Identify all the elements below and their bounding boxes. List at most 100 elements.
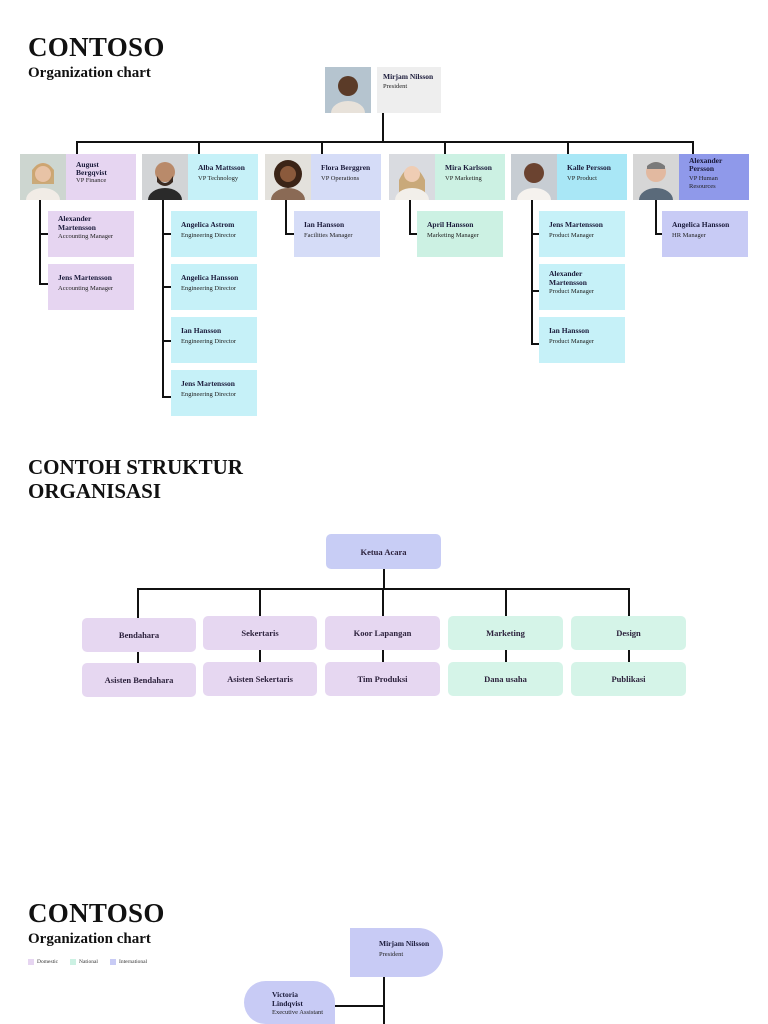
chart-subtitle: Organization chart: [28, 65, 151, 81]
report-name: Jens Martensson: [58, 273, 112, 282]
connector: [259, 588, 261, 616]
report-title: Accounting Manager: [58, 284, 114, 292]
vp-finance-card: August Bergqvist VP Finance: [66, 154, 136, 200]
report-name: Angelica Astrom: [181, 220, 235, 229]
report-name: April Hansson: [427, 220, 474, 229]
role-box: Marketing: [448, 616, 563, 650]
report-card: Alexander Martensson Accounting Manager: [48, 211, 134, 257]
connector: [692, 141, 694, 154]
role-box: Sekertaris: [203, 616, 317, 650]
report-card: Jens Martensson Product Manager: [539, 211, 625, 257]
connector: [76, 141, 694, 143]
brand-title-2: CONTOSO: [28, 898, 165, 928]
report-card: Alexander Martensson Product Manager: [539, 264, 625, 310]
report-title: Product Manager: [549, 231, 594, 239]
report-card: Ian Hansson Engineering Director: [171, 317, 257, 363]
connector: [628, 588, 630, 616]
connector: [285, 200, 287, 234]
connector: [531, 200, 533, 344]
connector: [39, 283, 48, 285]
top-box: Ketua Acara: [326, 534, 441, 569]
connector: [162, 286, 171, 288]
legend-label: International: [119, 959, 148, 965]
vp-title: VP Operations: [321, 175, 360, 182]
avatar-president: [325, 67, 371, 113]
role-box: Asisten Bendahara: [82, 663, 196, 697]
vp-title: VP Human Resources: [689, 175, 718, 190]
connector: [382, 588, 384, 616]
chart-subtitle-2: Organization chart: [28, 931, 151, 947]
vp-title: VP Product: [567, 175, 597, 182]
report-title: Accounting Manager: [58, 233, 114, 240]
report-title: Facilities Manager: [304, 231, 353, 239]
connector: [39, 200, 41, 284]
connector: [567, 141, 569, 154]
role-box: Bendahara: [82, 618, 196, 652]
role-box: Tim Produksi: [325, 662, 440, 696]
vp-name: Alba Mattsson: [198, 163, 245, 172]
report-name: Alexander Martensson: [58, 214, 96, 232]
connector: [382, 113, 384, 142]
report-title: HR Manager: [672, 231, 706, 239]
report-name: Jens Martensson: [181, 379, 235, 388]
connector: [628, 650, 630, 662]
report-name: Jens Martensson: [549, 220, 603, 229]
connector: [444, 141, 446, 154]
connector: [39, 233, 48, 235]
report-title: Engineering Director: [181, 231, 237, 239]
legend-international: International: [110, 959, 147, 965]
connector: [505, 650, 507, 662]
role-box: Publikasi: [571, 662, 686, 696]
report-title: Marketing Manager: [427, 231, 479, 239]
vp-name: August Bergqvist: [76, 160, 107, 177]
president-card-2: Mirjam Nilsson President: [350, 928, 443, 977]
role-box: Design: [571, 616, 686, 650]
role-box: Asisten Sekertaris: [203, 662, 317, 696]
legend-label: Domestic: [37, 959, 59, 965]
connector: [531, 290, 540, 292]
avatar-vp-technology: [142, 154, 188, 200]
vp-name: Alexander Persson: [689, 156, 723, 173]
report-card: Jens Martensson Engineering Director: [171, 370, 257, 416]
role-box: Koor Lapangan: [325, 616, 440, 650]
assistant-title: Executive Assistant: [272, 1009, 324, 1016]
legend-swatch: [110, 959, 116, 965]
connector: [162, 233, 171, 235]
section2-title: CONTOH STRUKTUR ORGANISASI: [28, 455, 243, 503]
report-card: Ian Hansson Facilities Manager: [294, 211, 380, 257]
vp-hr-card: Alexander Persson VP Human Resources: [679, 154, 749, 200]
report-card: Ian Hansson Product Manager: [539, 317, 625, 363]
report-card: Angelica Hansson HR Manager: [662, 211, 748, 257]
connector: [655, 200, 657, 234]
brand-title: CONTOSO: [28, 32, 165, 62]
report-name: Ian Hansson: [549, 326, 590, 335]
report-card: April Hansson Marketing Manager: [417, 211, 503, 257]
avatar-vp-product: [511, 154, 557, 200]
connector: [531, 233, 540, 235]
president-name: Mirjam Nilsson: [383, 72, 434, 81]
legend-swatch: [28, 959, 34, 965]
connector: [655, 233, 664, 235]
report-name: Angelica Hansson: [672, 220, 730, 229]
president-name-2: Mirjam Nilsson: [379, 939, 430, 948]
connector: [409, 233, 418, 235]
connector: [198, 141, 200, 154]
connector: [137, 652, 139, 664]
connector: [162, 200, 164, 397]
legend-national: National: [70, 959, 98, 965]
connector: [505, 588, 507, 616]
connector: [321, 141, 323, 154]
report-title: Engineering Director: [181, 390, 237, 398]
assistant-name: Victoria Lindqvist: [272, 990, 303, 1008]
president-title: President: [383, 83, 408, 90]
connector: [162, 396, 171, 398]
legend-swatch: [70, 959, 76, 965]
avatar-vp-marketing: [389, 154, 435, 200]
legend-label: National: [79, 959, 98, 965]
report-name: Ian Hansson: [304, 220, 345, 229]
report-card: Angelica Hansson Engineering Director: [171, 264, 257, 310]
report-name: Ian Hansson: [181, 326, 222, 335]
report-name: Angelica Hansson: [181, 273, 239, 282]
assistant-card: Victoria Lindqvist Executive Assistant: [244, 981, 335, 1024]
vp-title: VP Marketing: [445, 175, 482, 182]
